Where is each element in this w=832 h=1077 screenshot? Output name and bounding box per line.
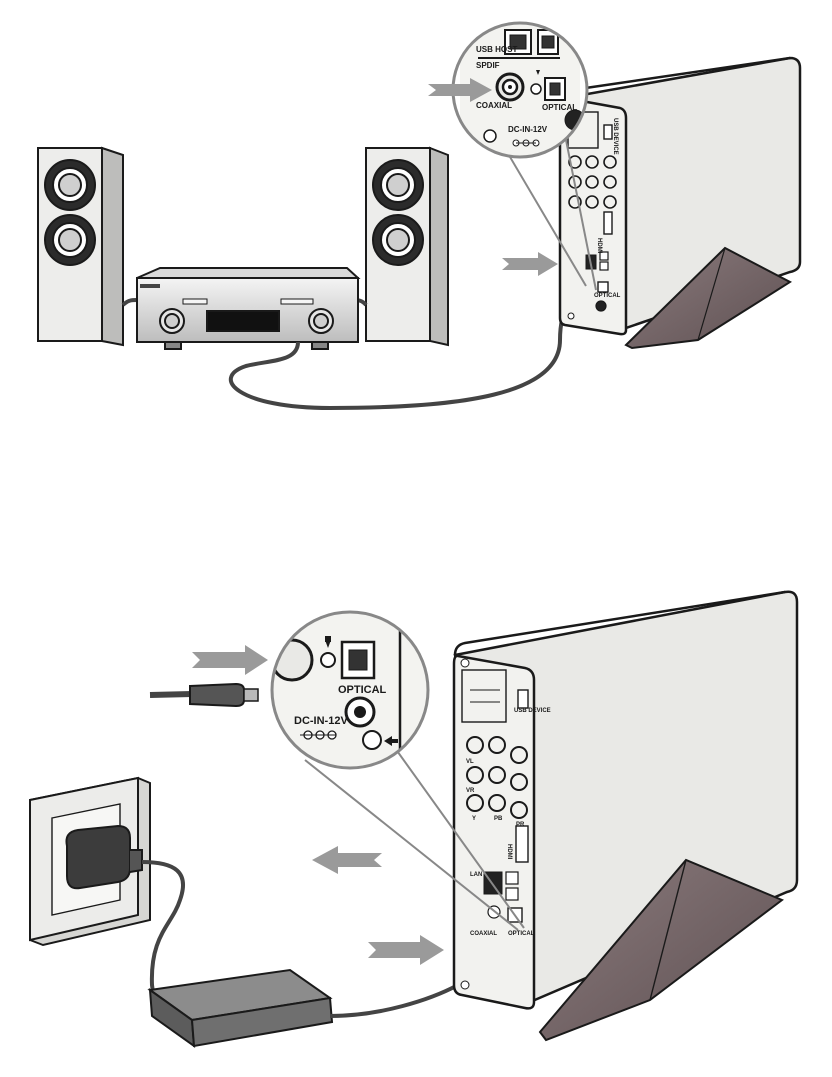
left-speaker-woofer-bottom bbox=[45, 215, 95, 265]
right-speaker-woofer-bottom bbox=[373, 215, 423, 265]
top-back-label-optical: OPTICAL bbox=[594, 293, 621, 299]
media-player-bottom: USB DEVICE HDMI LAN COAXIAL OPTICAL VL V… bbox=[454, 592, 797, 1040]
zoom-label-coaxial: COAXIAL bbox=[476, 101, 512, 110]
bottom-back-label-lan: LAN bbox=[470, 872, 482, 878]
top-back-label-usb-device: USB DEVICE bbox=[612, 118, 618, 155]
zoom-label-dc-in-top: DC-IN-12V bbox=[508, 125, 548, 134]
right-speaker-woofer-top bbox=[373, 160, 423, 210]
media-player-top: USB DEVICE HDMI OPTICAL bbox=[560, 58, 800, 348]
bottom-back-label-pr: PR bbox=[516, 822, 525, 828]
bottom-panel: USB DEVICE HDMI LAN COAXIAL OPTICAL VL V… bbox=[30, 592, 797, 1046]
power-adapter bbox=[150, 970, 332, 1046]
bottom-back-label-vr: VR bbox=[466, 788, 475, 794]
arrow-to-player-bottom bbox=[368, 935, 444, 965]
arrow-away-from-player bbox=[312, 846, 382, 874]
bottom-back-label-vl: VL bbox=[466, 759, 474, 765]
zoom-label-optical-bottom: OPTICAL bbox=[338, 684, 387, 696]
bottom-back-label-optical: OPTICAL bbox=[508, 931, 535, 937]
bottom-back-label-hdmi: HDMI bbox=[506, 844, 512, 860]
bottom-back-label-coaxial: COAXIAL bbox=[470, 931, 497, 937]
right-speaker bbox=[366, 148, 448, 345]
bottom-zoom-circle: OPTICAL DC-IN-12V bbox=[270, 610, 430, 770]
zoom-label-optical-top: OPTICAL bbox=[542, 103, 577, 112]
left-speaker bbox=[38, 148, 123, 345]
zoom-label-dc-in-bottom: DC-IN-12V bbox=[294, 715, 348, 727]
bottom-back-label-y: Y bbox=[472, 816, 476, 822]
amplifier bbox=[137, 268, 358, 349]
top-panel: USB DEVICE HDMI OPTICAL bbox=[38, 20, 800, 408]
zoom-label-usb-host: USB HOST bbox=[476, 45, 517, 54]
bottom-back-label-pb: PB bbox=[494, 816, 503, 822]
arrow-to-player-top bbox=[502, 252, 558, 276]
arrow-to-dc-in bbox=[192, 645, 268, 675]
amp-display bbox=[207, 311, 279, 331]
speaker-wire-left bbox=[123, 300, 137, 305]
top-back-label-hdmi: HDMI bbox=[596, 238, 602, 254]
dc-plug-loose bbox=[150, 684, 258, 706]
zoom-label-spdif: SPDIF bbox=[476, 61, 500, 70]
bottom-back-label-usb-device: USB DEVICE bbox=[514, 708, 551, 714]
left-speaker-woofer-top bbox=[45, 160, 95, 210]
